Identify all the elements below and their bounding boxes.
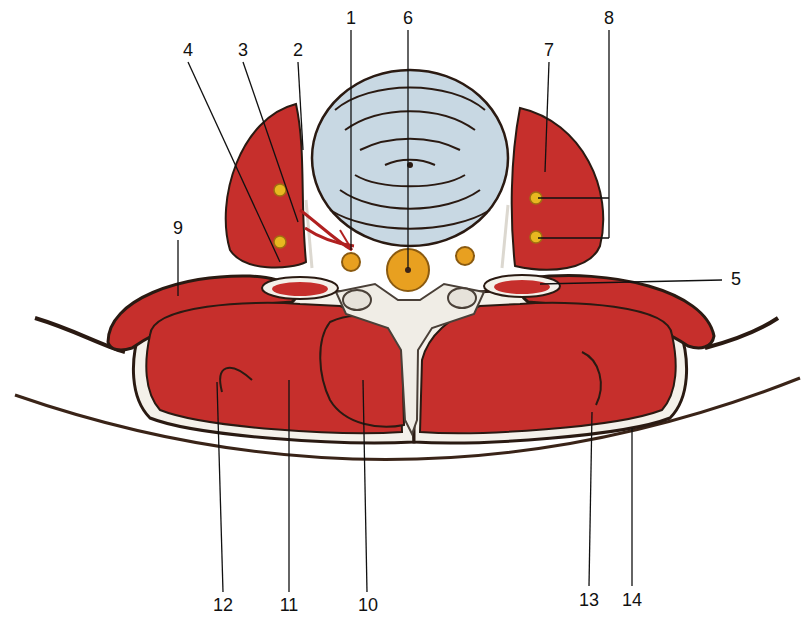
callout-number: 14 [620,590,644,610]
transverse-process [262,277,338,299]
nerve-dot [274,184,286,196]
leader-lines [178,30,722,592]
callout-number: 1 [344,8,358,28]
callout-number: 3 [236,40,250,60]
intertransverse-muscle [272,282,328,296]
callout-number: 10 [356,595,380,615]
articular-process [448,288,476,308]
nerve-dot [530,231,542,243]
fascia-line [705,318,778,348]
psoas-muscle [512,108,604,270]
nerve-root [456,247,474,265]
callout-number: 9 [171,218,185,238]
lumbar-vessel [305,228,354,246]
muscle-division [220,368,252,392]
fascia-line [502,205,508,268]
intertransverse-muscle [494,280,550,294]
nerve-dot [274,236,286,248]
callout-number: 4 [181,40,195,60]
callout-number: 5 [729,269,743,289]
transverse-process [484,275,560,297]
callout-number: 12 [211,595,235,615]
vertebral-disc [312,70,508,246]
nerve-root [342,253,360,271]
fascia-line [306,200,312,268]
callout-number: 8 [602,8,616,28]
articular-process [343,290,371,310]
callout-number: 6 [401,8,415,28]
disc-rings [330,88,490,229]
callout-number: 13 [577,590,601,610]
vertebral-arch [336,284,484,434]
callout-number: 7 [542,40,556,60]
lumbar-vessel [340,230,352,250]
callout-number: 11 [278,595,301,615]
erector-spinae [420,303,676,433]
muscle-division [582,352,601,405]
callout-number: 2 [291,40,305,60]
